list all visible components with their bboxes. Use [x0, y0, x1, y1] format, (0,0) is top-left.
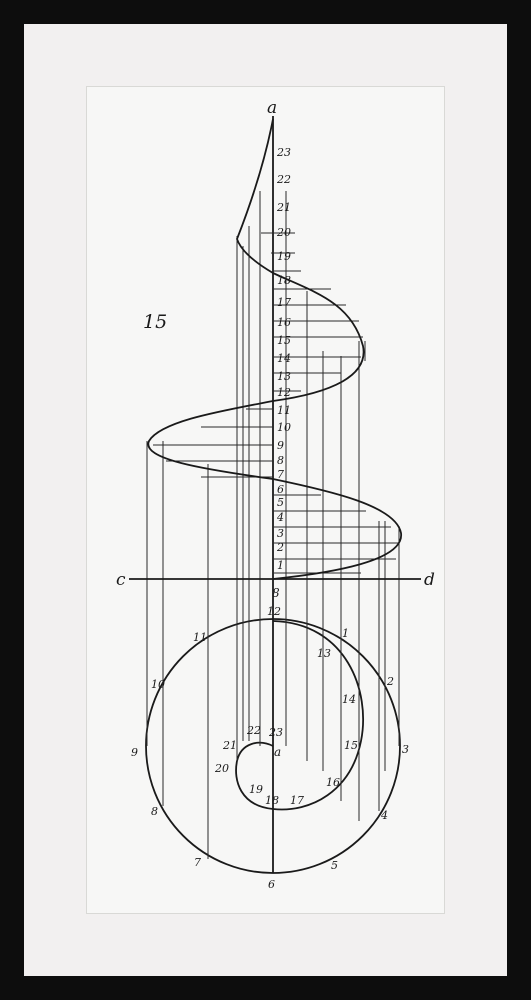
plan-label: 22	[246, 724, 261, 737]
projection-lines-group	[146, 116, 400, 873]
plan-label: 12	[267, 605, 281, 618]
plan-label: 4	[380, 809, 388, 822]
elevation-label: 2	[276, 541, 284, 554]
plan-label: 9	[131, 746, 138, 759]
elevation-label: 9	[277, 439, 284, 452]
height-lines-group	[129, 232, 421, 580]
plan-label: 15	[344, 739, 358, 752]
plan-label: 18	[265, 794, 279, 807]
elevation-label: 5	[277, 496, 284, 509]
elevation-label: 20	[276, 226, 291, 239]
axis-label-top: a	[267, 98, 277, 118]
elevation-label: 23	[276, 146, 291, 159]
elevation-label: 7	[277, 468, 284, 481]
number-labels-group: 1234567891011121314151617181920212223123…	[131, 146, 409, 891]
plan-label: 19	[249, 783, 263, 796]
plan-label: 23	[268, 726, 283, 739]
elevation-label: 10	[277, 421, 291, 434]
elevation-label: 12	[277, 386, 291, 399]
elevation-label: 16	[277, 316, 291, 329]
plan-label: 2	[386, 675, 394, 688]
elevation-label: 3	[277, 527, 284, 540]
plan-label: 11	[193, 631, 207, 644]
plan-label: 21	[222, 739, 237, 752]
elevation-label: 1	[277, 559, 284, 572]
elevation-label: 22	[276, 173, 291, 186]
plan-label: 6	[268, 878, 275, 891]
plan-label: 3	[402, 743, 409, 756]
elevation-label: 4	[276, 511, 284, 524]
spiral-construction-diagram: 1234567891011121314151617181920212223123…	[116, 98, 435, 891]
plan-label: 5	[331, 859, 338, 872]
plan-label: 17	[290, 794, 304, 807]
figure-number: 15	[143, 311, 167, 333]
elevation-label: 11	[277, 404, 291, 417]
plan-label: 14	[342, 693, 356, 706]
axis-center-label: 8	[272, 586, 280, 600]
elevation-label: 21	[276, 201, 291, 214]
helix-curve	[147, 118, 402, 580]
elevation-label: 17	[277, 296, 291, 309]
plan-label: 8	[151, 805, 158, 818]
elevation-label: 8	[277, 454, 284, 467]
elevation-label: 13	[277, 370, 291, 383]
axis-label-left: c	[116, 570, 126, 590]
plan-label: 1	[342, 627, 349, 640]
plan-label: 20	[214, 762, 229, 775]
plan-label: 7	[194, 856, 201, 869]
elevation-label: 6	[277, 483, 284, 496]
elevation-label: 15	[277, 334, 291, 347]
plan-inner-spiral	[235, 620, 365, 811]
plan-label: 13	[317, 647, 331, 660]
base-point-label: a	[274, 745, 281, 759]
axis-label-right: d	[424, 570, 435, 590]
elevation-label: 14	[277, 352, 291, 365]
plan-label: 16	[326, 776, 340, 789]
elevation-label: 18	[277, 274, 291, 287]
plan-label: 10	[151, 678, 165, 691]
elevation-label: 19	[277, 250, 291, 263]
helix-curve-group	[147, 118, 402, 580]
